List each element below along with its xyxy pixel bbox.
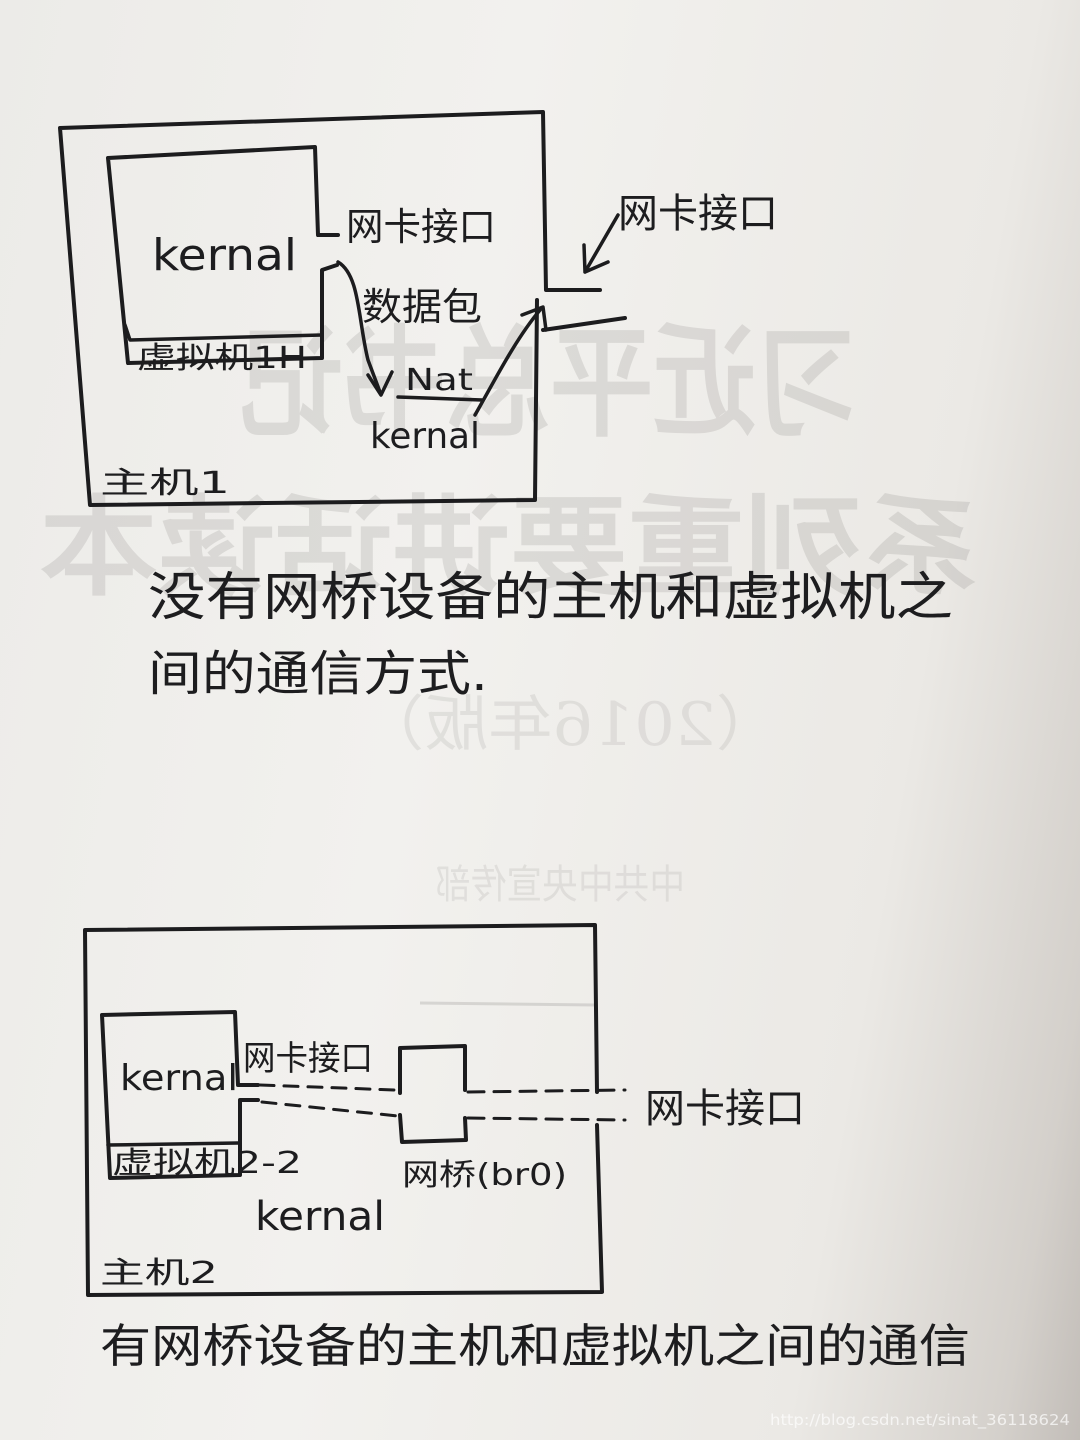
vm2-label: 虚拟机2-2 <box>112 1146 302 1181</box>
diagram2-caption: 有网桥设备的主机和虚拟机之间的通信 <box>100 1319 970 1373</box>
bleed-line-1: 习近平总书记 <box>240 313 860 454</box>
diagram1-caption-line2: 间的通信方式. <box>148 646 488 702</box>
host2-label: 主机2 <box>100 1256 218 1291</box>
bridge-to-nic-link-top <box>468 1090 625 1092</box>
bleed-line-4: 中共中央宣传部 <box>435 862 685 908</box>
bridge-to-nic-link-bottom <box>468 1118 625 1120</box>
vm-to-bridge-link-bottom <box>262 1102 398 1116</box>
nat-label: Nat <box>405 363 473 398</box>
host2-kernel-label: kernal <box>255 1194 385 1240</box>
bridge-label: 网桥(br0) <box>402 1158 567 1193</box>
external-nic-pointer <box>584 215 618 272</box>
bridge-box <box>400 1046 466 1142</box>
host1-kernel-label: kernal <box>370 416 480 457</box>
diagram-with-bridge: kernal 虚拟机2-2 网卡接口 网桥(br0) kernal 主机2 网卡… <box>85 925 970 1373</box>
diagram1-caption-line1: 没有网桥设备的主机和虚拟机之 <box>148 568 953 628</box>
packet-label: 数据包 <box>362 285 482 329</box>
vm1-label: 虚拟机1H <box>137 341 307 376</box>
vm2-nic-label: 网卡接口 <box>243 1039 373 1079</box>
vm-to-bridge-link-top <box>260 1085 395 1090</box>
vm2-label-divider <box>108 1143 238 1145</box>
bleed-rule <box>420 1003 595 1005</box>
vm1-kernel-label: kernal <box>152 230 297 281</box>
host1-external-nic-label: 网卡接口 <box>618 191 778 237</box>
host1-label: 主机1 <box>100 466 230 501</box>
watermark: http://blog.csdn.net/sinat_36118624 <box>770 1411 1070 1430</box>
vm1-nic-label: 网卡接口 <box>346 205 496 249</box>
host2-external-nic-label: 网卡接口 <box>645 1086 805 1132</box>
vm2-kernel-label: kernal <box>120 1058 238 1099</box>
